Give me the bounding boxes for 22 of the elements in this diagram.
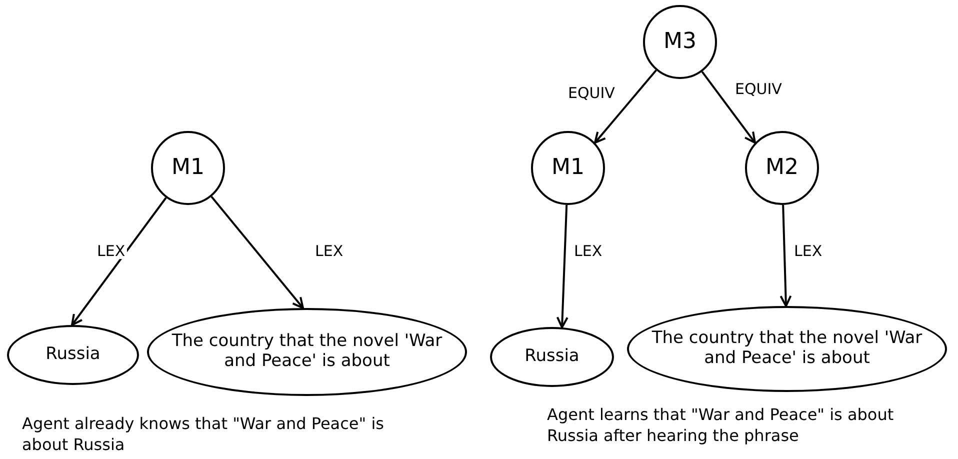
arrow [556,204,568,328]
ellipse-node: Russia [490,327,614,387]
edge-label: LEX [792,244,824,259]
arrow [71,197,167,326]
edge-label: EQUIV [566,86,617,101]
caption: Agent already knows that "War and Peace" is about Russia [22,414,385,456]
ellipse-node: The country that the novel 'War and Peace' is about [147,308,467,396]
circle-node: M1 [531,131,605,205]
ellipse-node: Russia [7,325,139,385]
caption: Agent learns that "War and Peace" is about Russia after hearing the phrase [547,405,895,447]
ellipse-node: The country that the novel 'War and Peace' is about [627,306,947,392]
edge-label: EQUIV [733,82,784,97]
circle-node: M3 [643,5,717,79]
edge-label: LEX [95,244,128,259]
arrow [594,70,657,144]
arrow [780,204,792,307]
circle-node: M1 [151,131,225,205]
edge-label: LEX [572,244,604,259]
arrow [210,196,304,310]
circle-node: M2 [745,131,819,205]
arrow [701,71,756,144]
edge-label: LEX [313,244,346,259]
